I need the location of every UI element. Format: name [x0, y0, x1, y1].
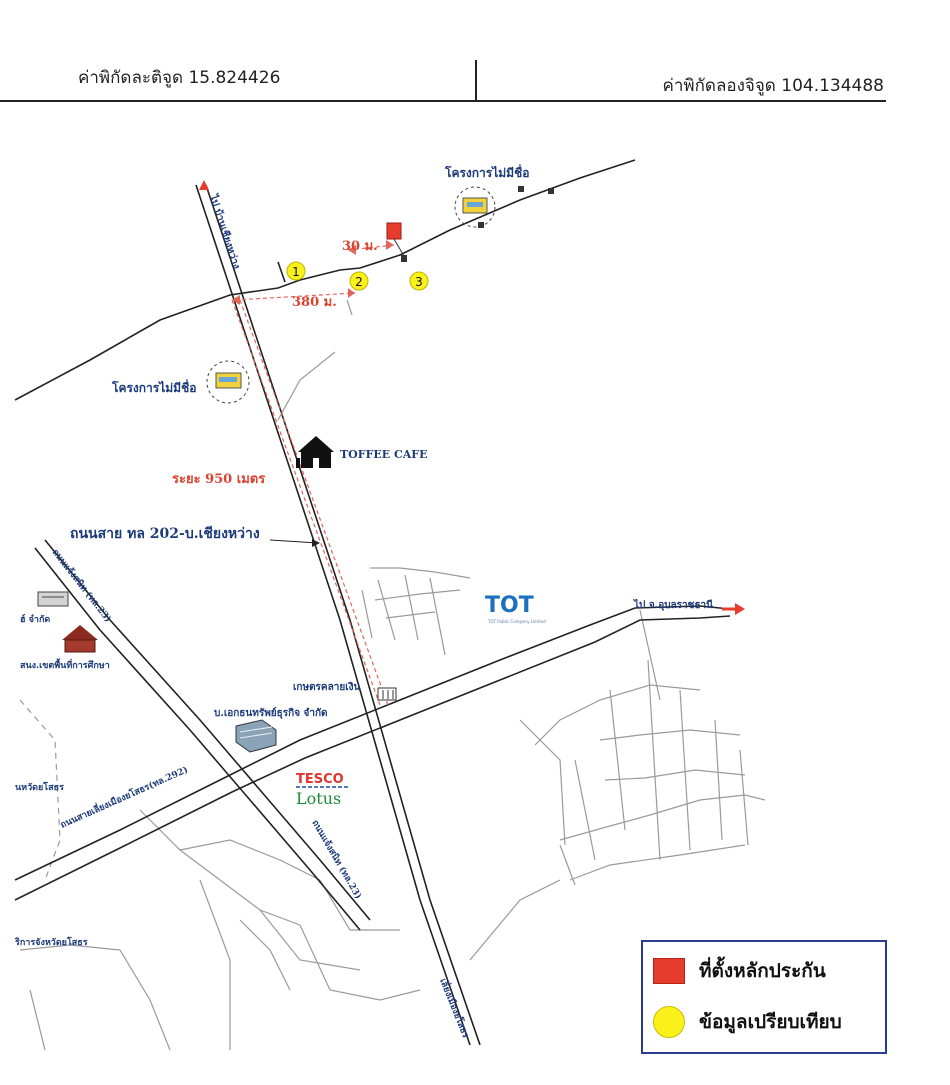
tot-subtitle: TOT Public Company Limited	[487, 619, 546, 624]
major-roads	[14, 159, 731, 1046]
south-road-label: ถนนแจ้งสนิท (ทล.23)	[309, 818, 363, 901]
bank-icon	[377, 687, 397, 701]
distance-950-label: ระยะ 950 เมตร	[172, 472, 265, 487]
cafe-house-icon	[296, 436, 334, 468]
left-service-label: ริการจังหวัดยโสธร	[14, 936, 88, 948]
latitude-label: ค่าพิกัดละติจูด 15.824426	[78, 68, 281, 88]
marker-1-label: 1	[292, 265, 300, 279]
comparison-marker-3: 3	[409, 271, 429, 291]
map-legend: ที่ตั้งหลักประกัน ข้อมูลเปรียบเทียบ	[641, 940, 887, 1054]
collateral-swatch	[653, 958, 685, 984]
header-divider	[475, 60, 477, 101]
west-road-label: ถนนแจ้งสนิท (ทล.23)	[50, 547, 114, 624]
comparison-swatch	[653, 1006, 685, 1038]
road-direction-arrows	[199, 180, 745, 615]
left-school-label: สนง.เขตพื้นที่การศึกษา	[20, 658, 110, 671]
marker-2-label: 2	[355, 275, 363, 289]
main-road-pointer	[269, 539, 320, 547]
north-road-label: ไป บ้านเชียงหว่าง	[207, 192, 244, 271]
north-arrow-icon	[199, 180, 209, 190]
collateral-marker	[386, 222, 405, 257]
project-mid	[206, 360, 250, 404]
minor-roads	[19, 299, 766, 1051]
bypass-road-label: ถนนสายเลี่ยงเมืองยโสธร(ทล.292)	[58, 763, 190, 831]
bank-label: เกษตรคลายเงิน	[293, 681, 361, 693]
project-mid-label: โครงการไม่มีชื่อ	[111, 379, 196, 395]
distance-380-label: 380 ม.	[292, 295, 337, 310]
longitude-label: ค่าพิกัดลองจิจูด 104.134488	[662, 76, 885, 96]
marker-3-label: 3	[415, 275, 423, 289]
comparison-marker-1: 1	[286, 261, 306, 281]
east-arrow-icon	[735, 603, 745, 615]
legend-collateral: ที่ตั้งหลักประกัน	[653, 956, 826, 986]
main-road-label: ถนนสาย ทล 202-บ.เชียงหว่าง	[70, 526, 260, 542]
left-company-label: ฮ์ จำกัด	[20, 613, 50, 625]
header-rule	[0, 100, 886, 102]
tesco-lotus-logo: TESCO Lotus	[296, 772, 348, 808]
distance-30-label: 30 ม.	[342, 239, 378, 254]
cafe-label: TOFFEE CAFE	[340, 448, 427, 461]
distance-arrows	[232, 240, 394, 305]
left-building-icon	[37, 591, 69, 607]
left-yasothon-label: นหวัดยโสธร	[15, 781, 64, 793]
lotus-text: Lotus	[296, 789, 341, 808]
tot-logo: TOT TOT Public Company Limited	[485, 593, 546, 624]
legend-comparison-label: ข้อมูลเปรียบเทียบ	[699, 1011, 842, 1033]
tot-logo-text: TOT	[485, 593, 534, 618]
small-house-icons	[401, 186, 554, 262]
left-school-icon	[62, 625, 98, 653]
legend-comparison: ข้อมูลเปรียบเทียบ	[653, 1006, 842, 1038]
project-top-label: โครงการไม่มีชื่อ	[444, 164, 529, 180]
project-top	[454, 186, 496, 228]
company-label: บ.เอกธนทรัพย์ธุรกิจ จำกัด	[214, 707, 328, 719]
comparison-marker-2: 2	[349, 271, 369, 291]
tesco-text: TESCO	[296, 772, 344, 787]
legend-collateral-label: ที่ตั้งหลักประกัน	[699, 960, 826, 982]
office-building-icon	[235, 719, 277, 753]
coordinates-header: ค่าพิกัดละติจูด 15.824426 ค่าพิกัดลองจิจ…	[0, 0, 950, 104]
east-road-label: ไป จ.อุบลราชธานี	[633, 598, 713, 611]
